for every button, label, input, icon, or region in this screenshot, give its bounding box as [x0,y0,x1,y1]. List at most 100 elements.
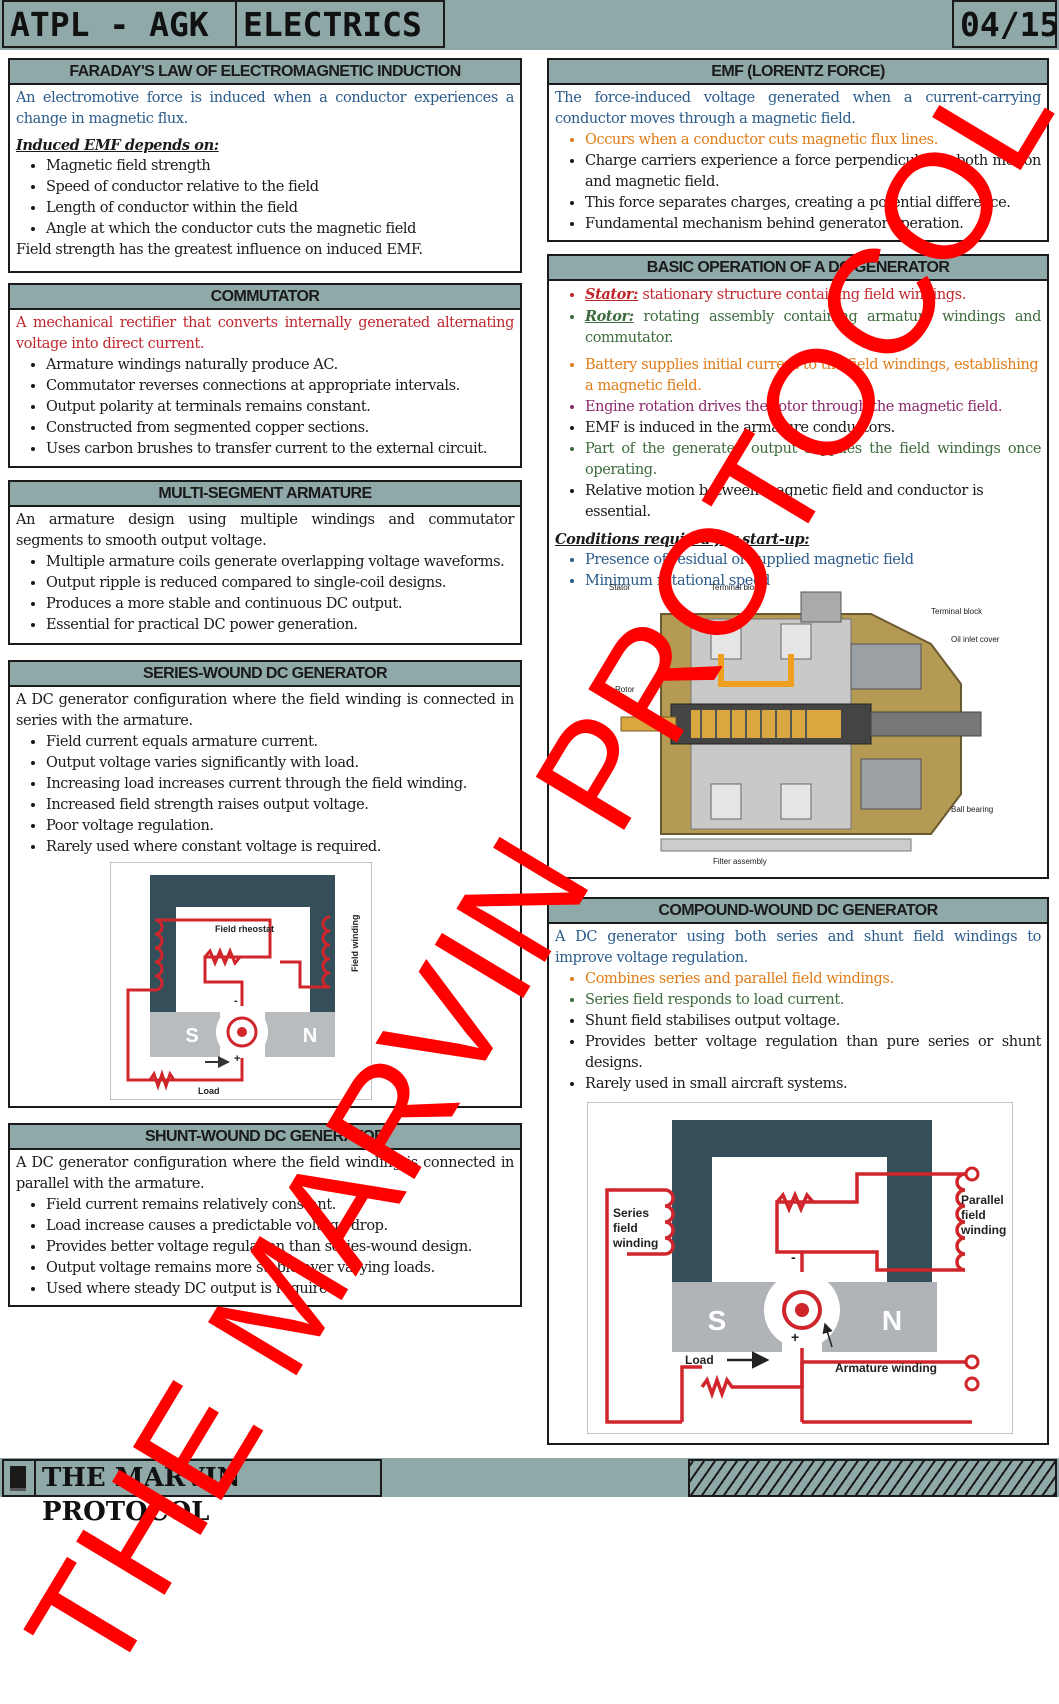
series-winding-label-line2: field [613,1221,638,1235]
list-item: Provides better voltage regulation than … [585,1032,1041,1074]
field-winding-label: Field winding [350,915,360,973]
list-item: Length of conductor within the field [46,198,514,219]
bullet-list: Magnetic field strength Speed of conduct… [16,156,514,240]
page-header: ATPL - AGK ELECTRICS 04/15 [0,0,1059,50]
north-pole-label: N [303,1025,317,1047]
section-title: MULTI-SEGMENT ARMATURE [10,482,520,507]
list-item: Relative motion between magnetic field a… [585,481,1041,523]
terminal-block-callout: Terminal block [931,607,983,616]
bullet-list: Battery supplies initial current to the … [555,355,1041,523]
series-wound-section: SERIES-WOUND DC GENERATOR A DC generator… [8,660,522,1108]
shunt-wound-section: SHUNT-WOUND DC GENERATOR A DC generator … [8,1123,522,1307]
list-item: Minimum rotational speed [585,571,1041,592]
series-wound-diagram: S N Field rheostat Field winding Load - … [110,862,372,1100]
rotor-callout: Rotor [615,685,635,694]
list-item: Poor voltage regulation. [46,816,514,837]
page-number: 04/15 [952,0,1059,48]
series-winding-label-line3: winding [612,1236,658,1250]
bullet-list: Armature windings naturally produce AC. … [16,355,514,460]
section-subheading: Induced EMF depends on: [16,137,219,154]
list-item: Load increase causes a predictable volta… [46,1216,514,1237]
section-title: EMF (LORENTZ FORCE) [549,60,1047,85]
list-item-rotor: Rotor: rotating assembly containing arma… [585,306,1041,349]
list-item: Armature windings naturally produce AC. [46,355,514,376]
list-item: Provides better voltage regulation than … [46,1237,514,1258]
filter-assembly-callout: Filter assembly [713,857,767,866]
list-item: EMF is induced in the armature conductor… [585,418,1041,439]
parallel-winding-label-line2: field [961,1208,986,1222]
list-item: Engine rotation drives the rotor through… [585,397,1041,418]
section-intro: A DC generator configuration where the f… [16,1155,514,1192]
list-item: Rarely used in small aircraft systems. [585,1074,1041,1095]
section-title: BASIC OPERATION OF A DC GENERATOR [549,256,1047,281]
list-item: Field current equals armature current. [46,732,514,753]
list-item: Fundamental mechanism behind generator o… [585,214,1041,235]
section-title: COMMUTATOR [10,285,520,310]
dc-generator-cutaway-diagram: Stator Terminal block Terminal block Oil… [609,584,1000,866]
list-item-stator: Stator: stationary structure containing … [585,284,1041,306]
rotor-text: rotating assembly containing armature wi… [585,309,1041,346]
list-item: Rarely used where constant voltage is re… [46,837,514,858]
section-intro: A DC generator using both series and shu… [555,929,1041,966]
list-item: Series field responds to load current. [585,990,1041,1011]
ball-bearing-callout: Ball bearing [951,805,993,814]
list-item: Presence of residual or supplied magneti… [585,550,1041,571]
list-item: Charge carriers experience a force perpe… [585,151,1041,193]
minus-label: - [234,995,238,1007]
list-item: Produces a more stable and continuous DC… [46,594,514,615]
list-item: Battery supplies initial current to the … [585,355,1041,397]
emf-section: EMF (LORENTZ FORCE) The force-induced vo… [547,58,1049,242]
book-icon [2,1459,36,1497]
minus-label: - [791,1249,796,1265]
load-label: Load [685,1353,714,1367]
list-item: Occurs when a conductor cuts magnetic fl… [585,130,1041,151]
list-item: Output voltage varies significantly with… [46,753,514,774]
oil-inlet-callout: Oil inlet cover [951,635,1000,644]
parallel-winding-label-line3: winding [960,1223,1006,1237]
south-pole-label: S [708,1305,727,1336]
plus-label: + [791,1329,799,1345]
section-title: SHUNT-WOUND DC GENERATOR [10,1125,520,1150]
page-footer: THE MARVIN PROTOCOL [0,1458,1059,1527]
list-item: Uses carbon brushes to transfer current … [46,439,514,460]
compound-wound-section: COMPOUND-WOUND DC GENERATOR A DC generat… [547,897,1049,1445]
list-item: Output ripple is reduced compared to sin… [46,573,514,594]
bullet-list: Combines series and parallel field windi… [555,969,1041,1095]
faraday-section: FARADAY'S LAW OF ELECTROMAGNETIC INDUCTI… [8,58,522,273]
course-title: ATPL - AGK [2,0,237,48]
series-winding-label-line1: Series [613,1206,649,1220]
stator-label: Stator: [585,286,639,303]
plus-label: + [234,1053,240,1065]
stator-callout: Stator [609,584,631,592]
list-item: Output voltage remains more stable over … [46,1258,514,1279]
rotor-label: Rotor: [585,308,634,325]
armature-winding-label: Armature winding [835,1361,937,1375]
load-label: Load [198,1086,220,1096]
section-title: COMPOUND-WOUND DC GENERATOR [549,899,1047,924]
list-item: Commutator reverses connections at appro… [46,376,514,397]
basic-operation-section: BASIC OPERATION OF A DC GENERATOR Stator… [547,254,1049,879]
list-item: Part of the generated output supplies th… [585,439,1041,481]
section-intro: The force-induced voltage generated when… [555,90,1041,127]
section-intro: An armature design using multiple windin… [16,512,514,549]
list-item: Magnetic field strength [46,156,514,177]
list-item: Output polarity at terminals remains con… [46,397,514,418]
bullet-list: Occurs when a conductor cuts magnetic fl… [555,130,1041,235]
list-item: Angle at which the conductor cuts the ma… [46,219,514,240]
commutator-section: COMMUTATOR A mechanical rectifier that c… [8,283,522,468]
list-item: Combines series and parallel field windi… [585,969,1041,990]
list-item: Speed of conductor relative to the field [46,177,514,198]
bullet-list: Stator: stationary structure containing … [555,284,1041,349]
list-item: Field current remains relatively constan… [46,1195,514,1216]
list-item: Essential for practical DC power generat… [46,615,514,636]
list-item: Increasing load increases current throug… [46,774,514,795]
list-item: Constructed from segmented copper sectio… [46,418,514,439]
bullet-list: Presence of residual or supplied magneti… [555,550,1041,592]
footer-hatch [688,1459,1057,1497]
section-intro: A DC generator configuration where the f… [16,692,514,729]
terminal-block-top-callout: Terminal block [711,584,763,592]
field-rheostat-label: Field rheostat [215,924,274,934]
subject-title: ELECTRICS [235,0,445,48]
section-note: Field strength has the greatest influenc… [16,242,423,258]
section-intro: An electromotive force is induced when a… [16,90,514,127]
